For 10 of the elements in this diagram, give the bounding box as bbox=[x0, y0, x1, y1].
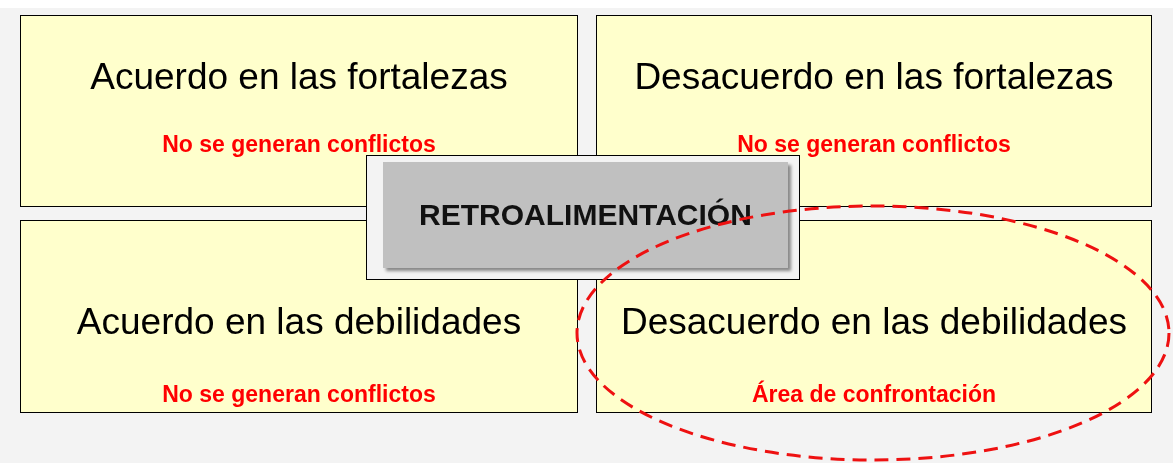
quadrant-heading: Desacuerdo en las fortalezas bbox=[634, 56, 1114, 98]
center-title: RETROALIMENTACIÓN bbox=[419, 198, 752, 232]
quadrant-heading: Desacuerdo en las debilidades bbox=[621, 301, 1127, 343]
quadrant-heading: Acuerdo en las debilidades bbox=[76, 301, 522, 343]
center-box bbox=[383, 162, 788, 268]
quadrant-note: No se generan conflictos bbox=[162, 381, 436, 408]
quadrant-note: No se generan conflictos bbox=[737, 131, 1011, 158]
quadrant-note: Área de confrontación bbox=[751, 381, 997, 408]
quadrant-note: No se generan conflictos bbox=[162, 131, 436, 158]
quadrant-heading: Acuerdo en las fortalezas bbox=[90, 56, 508, 98]
